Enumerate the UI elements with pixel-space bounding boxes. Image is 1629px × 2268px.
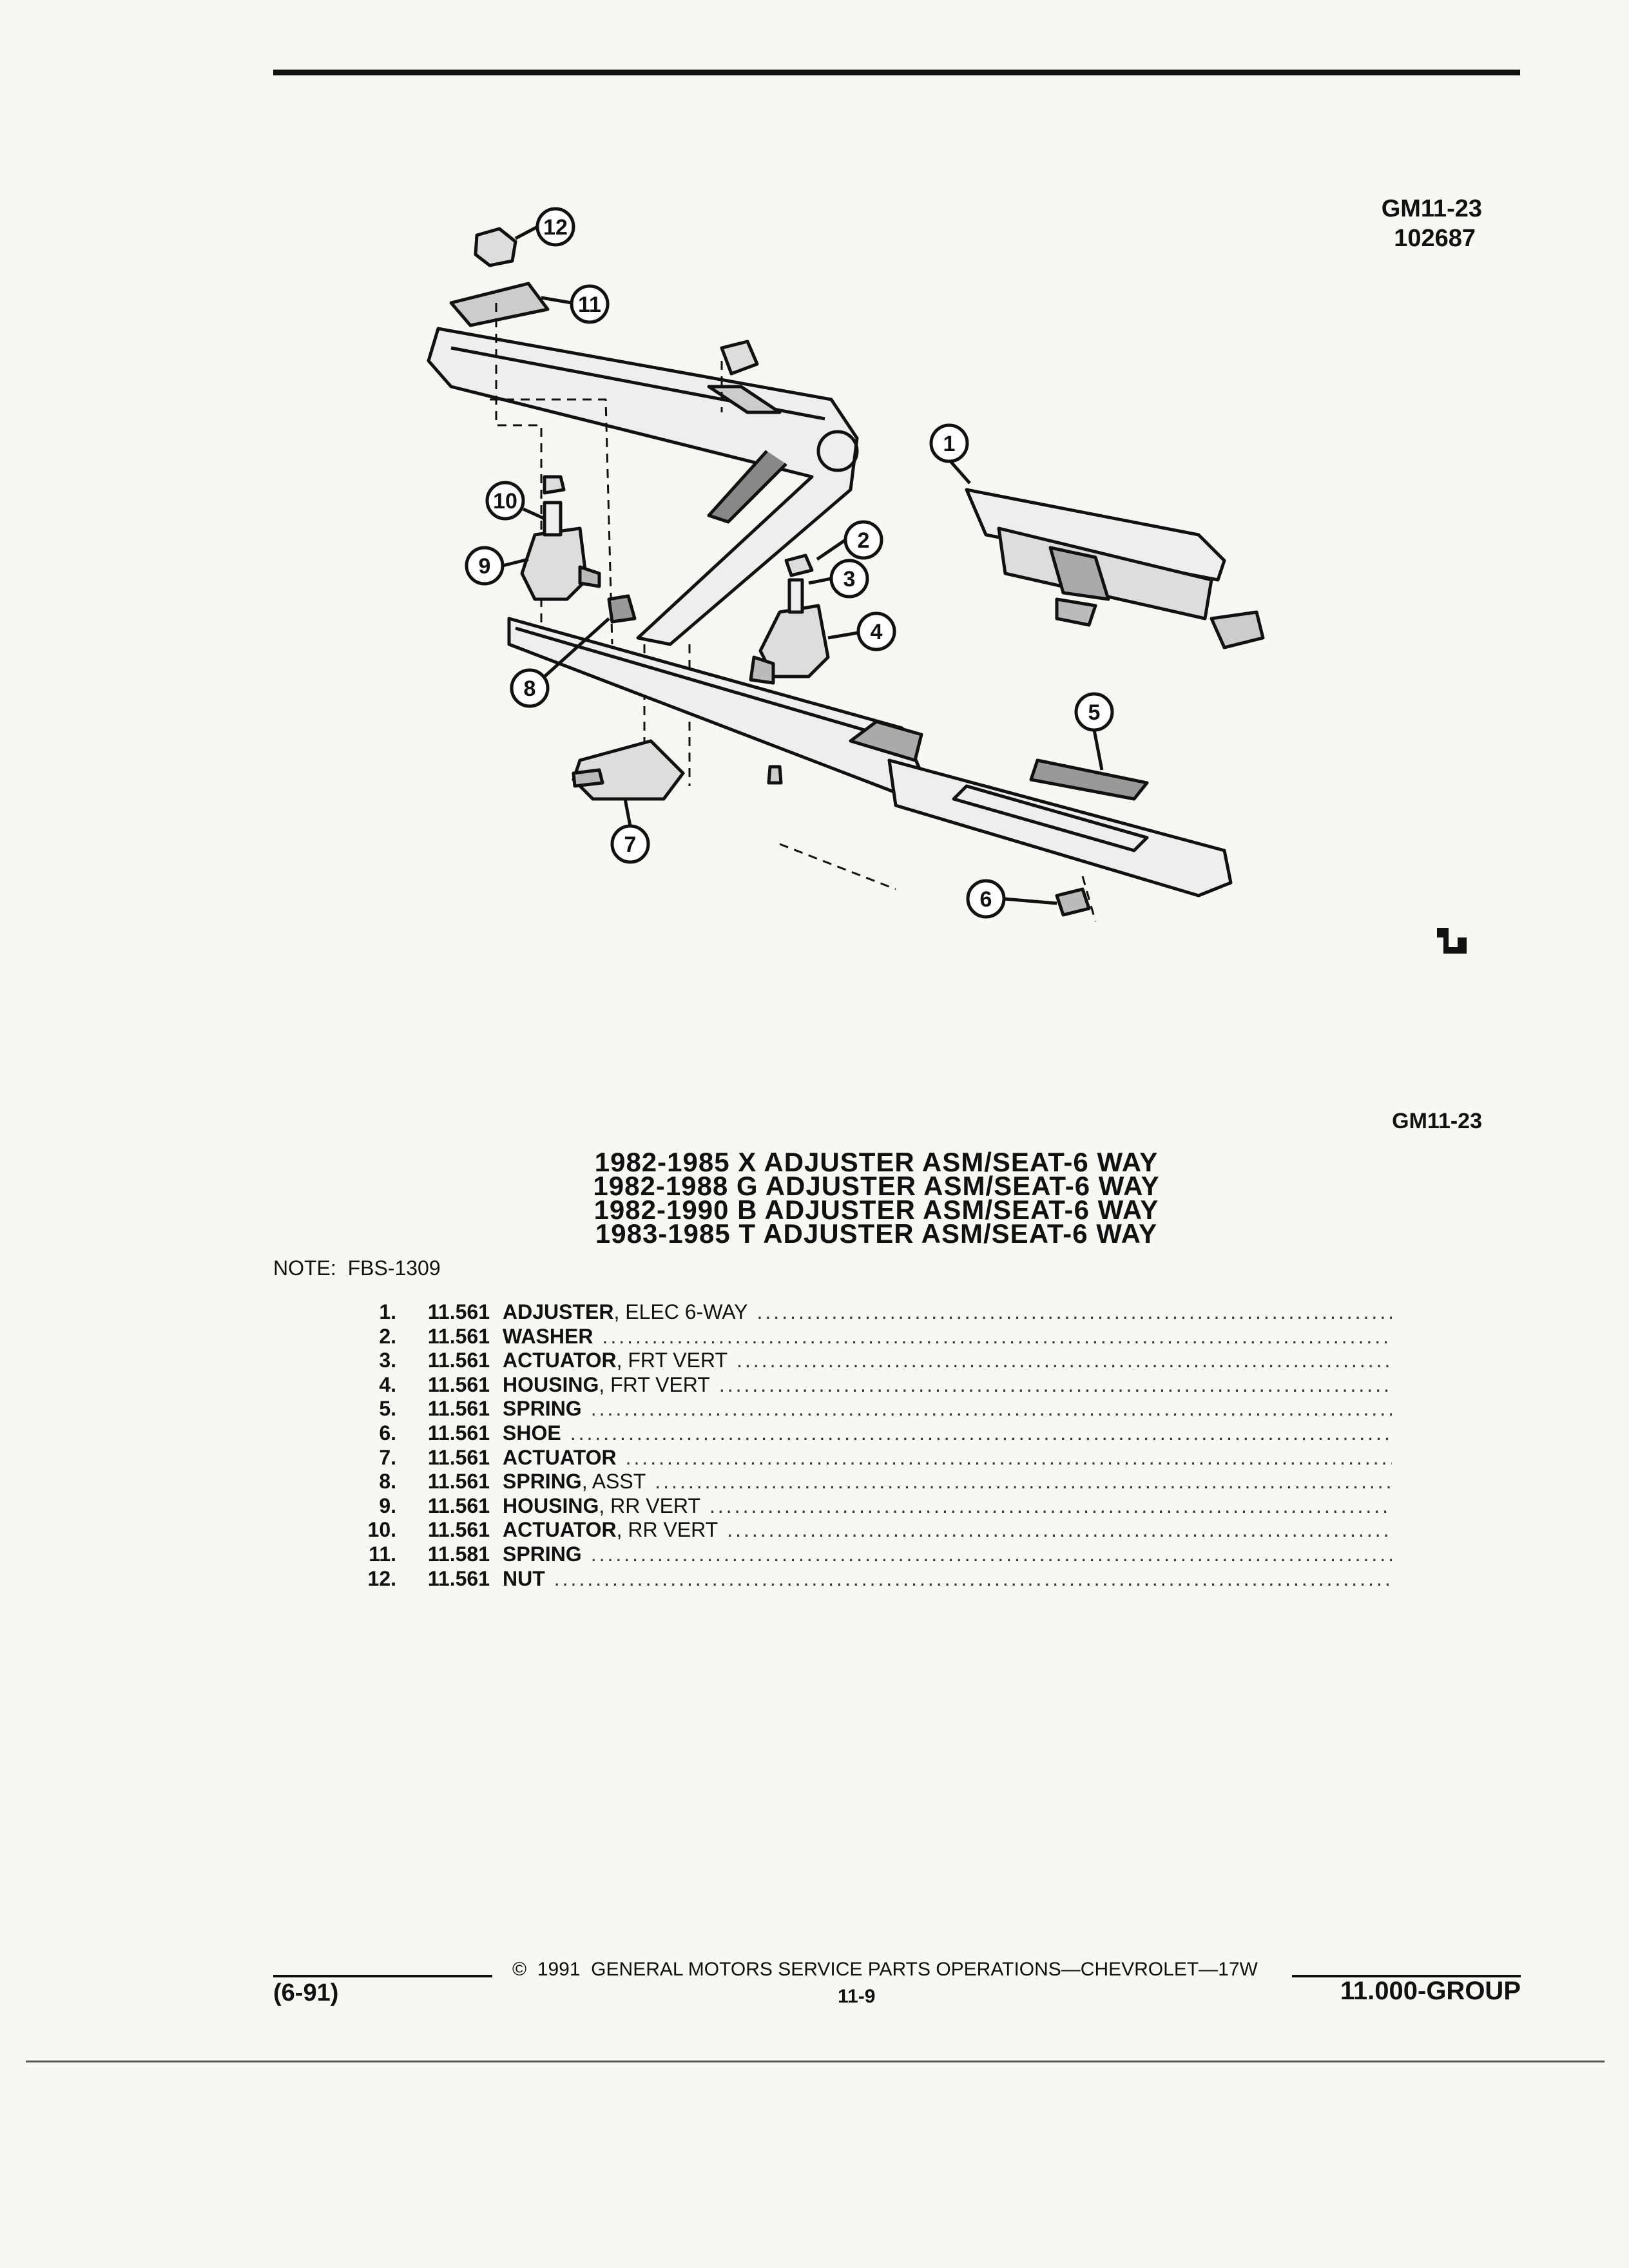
publisher-mark-icon: [1437, 928, 1467, 954]
shoe-6-shape: [1055, 887, 1091, 917]
title-line-3: 1982-1990 B ADJUSTER ASM/SEAT-6 WAY: [593, 1195, 1159, 1225]
dot-leader: ........................................…: [570, 1421, 1392, 1445]
title-line-2: 1982-1988 G ADJUSTER ASM/SEAT-6 WAY: [593, 1171, 1160, 1201]
dot-leader: ........................................…: [625, 1445, 1392, 1469]
callout-12: 12: [543, 215, 568, 240]
callout-4: 4: [871, 620, 883, 644]
dot-leader: ........................................…: [757, 1300, 1392, 1323]
dot-leader: ........................................…: [554, 1566, 1392, 1590]
dot-leader: ........................................…: [602, 1324, 1392, 1348]
page-edge-line: [26, 2061, 1605, 2062]
callout-2: 2: [858, 528, 870, 553]
note: NOTE: FBS-1309: [273, 1256, 441, 1280]
callout-9: 9: [479, 554, 491, 579]
figure-caption-code: GM11-23: [1392, 1109, 1482, 1133]
dot-leader: ........................................…: [727, 1518, 1392, 1542]
callout-10: 10: [493, 489, 517, 514]
figure-code: GM11-23: [1381, 195, 1482, 222]
callout-5: 5: [1088, 700, 1101, 725]
dot-leader: ........................................…: [590, 1397, 1392, 1421]
callout-1: 1: [943, 432, 956, 456]
spring-11-shape: [449, 282, 550, 327]
title-block: 1982-1985 X ADJUSTER ASM/SEAT-6 WAY 1982…: [490, 1147, 1263, 1249]
actuator-10-shape: [543, 501, 563, 537]
nut-12-shape: [474, 227, 517, 267]
housing-4-shape: [758, 604, 830, 678]
footer-date: (6-91): [273, 1979, 339, 2006]
dot-leader: ........................................…: [737, 1349, 1392, 1372]
footer-rule-left: [273, 1975, 492, 1977]
spring-5-shape: [1029, 758, 1149, 801]
callout-8: 8: [524, 677, 536, 701]
callout-7: 7: [624, 832, 637, 857]
footer-rule-right: [1292, 1975, 1521, 1977]
dot-leader: ........................................…: [655, 1470, 1392, 1494]
title-line-4: 1983-1985 T ADJUSTER ASM/SEAT-6 WAY: [595, 1218, 1158, 1249]
actuator-3-shape: [787, 578, 804, 614]
callout-6: 6: [980, 887, 992, 912]
header-rule: [273, 70, 1520, 75]
dot-leader: ........................................…: [590, 1542, 1392, 1566]
callout-3: 3: [843, 567, 856, 591]
exploded-view-illustration: 12 11 1 2 3 4 5 6 7 8 9 10: [427, 207, 1467, 954]
adjuster-1-shape: [965, 488, 1226, 582]
dot-leader: ........................................…: [718, 1372, 1392, 1396]
callout-11: 11: [578, 293, 601, 317]
housing-9-shape: [520, 526, 588, 601]
dot-leader: ........................................…: [709, 1494, 1392, 1517]
figure-number: 102687: [1394, 225, 1476, 252]
page-number: 11-9: [838, 1986, 876, 2007]
title-line-1: 1982-1985 X ADJUSTER ASM/SEAT-6 WAY: [594, 1147, 1159, 1177]
spring-8-shape: [607, 594, 637, 624]
footer-group: 11.000-GROUP: [1340, 1977, 1521, 2005]
footer-copyright: © 1991 GENERAL MOTORS SERVICE PARTS OPER…: [512, 1959, 1258, 1980]
